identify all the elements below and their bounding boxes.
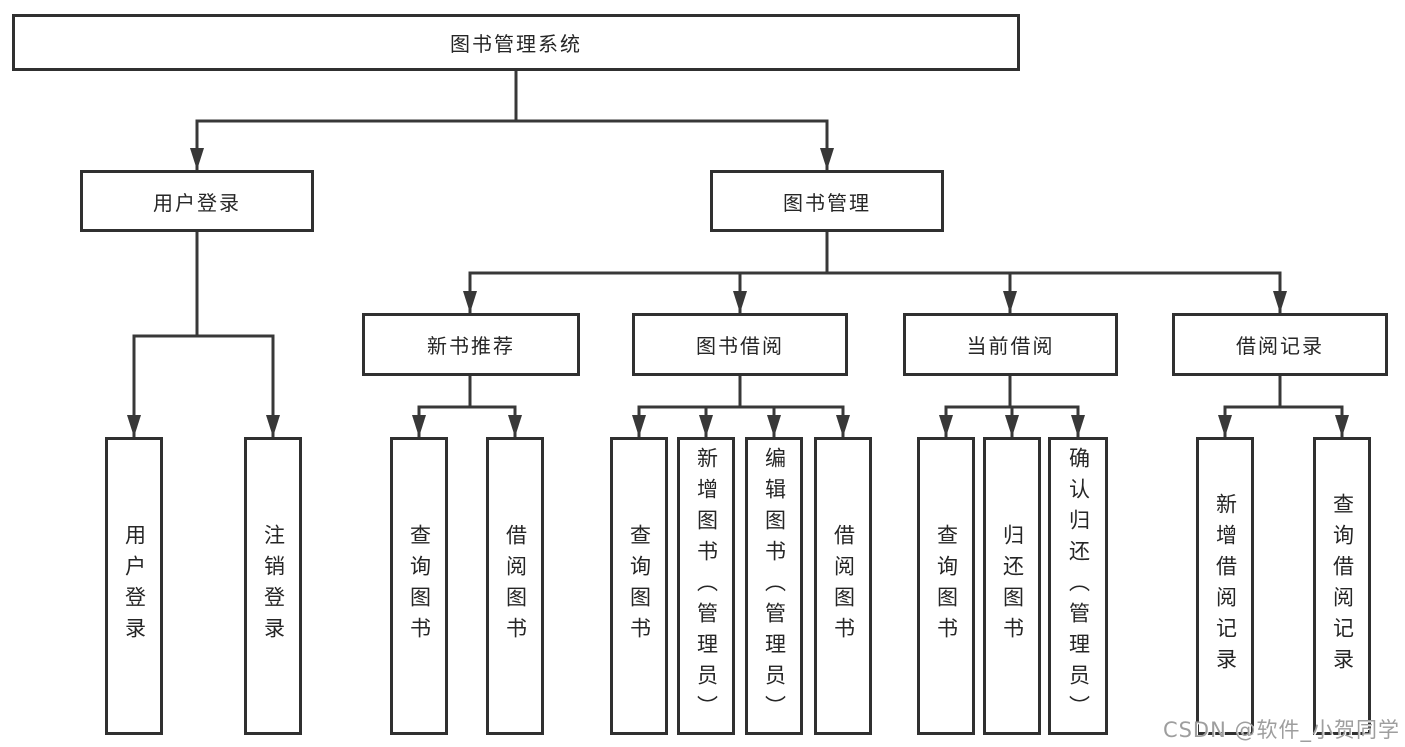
node-current-borrowing: 当前借阅 bbox=[903, 313, 1118, 376]
leaf-edit-books-admin: 编辑图书（管理员） bbox=[745, 437, 803, 735]
node-borrowing-records: 借阅记录 bbox=[1172, 313, 1388, 376]
node-user-login: 用户登录 bbox=[80, 170, 314, 232]
watermark: CSDN @软件_小贺同学 bbox=[1162, 718, 1400, 742]
leaf-return-books: 归还图书 bbox=[983, 437, 1041, 735]
leaf-logout: 注销登录 bbox=[244, 437, 302, 735]
leaf-query-books-current: 查询图书 bbox=[917, 437, 975, 735]
leaf-query-books-borrowing: 查询图书 bbox=[610, 437, 668, 735]
leaf-borrow-books: 借阅图书 bbox=[814, 437, 872, 735]
node-book-borrowing: 图书借阅 bbox=[632, 313, 848, 376]
leaf-user-login: 用户登录 bbox=[105, 437, 163, 735]
leaf-borrow-books-recommend: 借阅图书 bbox=[486, 437, 544, 735]
node-book-management: 图书管理 bbox=[710, 170, 944, 232]
leaf-add-books-admin: 新增图书（管理员） bbox=[677, 437, 735, 735]
leaf-add-borrow-record: 新增借阅记录 bbox=[1196, 437, 1254, 735]
node-library-management-system: 图书管理系统 bbox=[12, 14, 1020, 71]
node-new-book-recommendation: 新书推荐 bbox=[362, 313, 580, 376]
leaf-query-books-recommend: 查询图书 bbox=[390, 437, 448, 735]
leaf-query-borrow-record: 查询借阅记录 bbox=[1313, 437, 1371, 735]
leaf-confirm-return-admin: 确认归还（管理员） bbox=[1048, 437, 1108, 735]
